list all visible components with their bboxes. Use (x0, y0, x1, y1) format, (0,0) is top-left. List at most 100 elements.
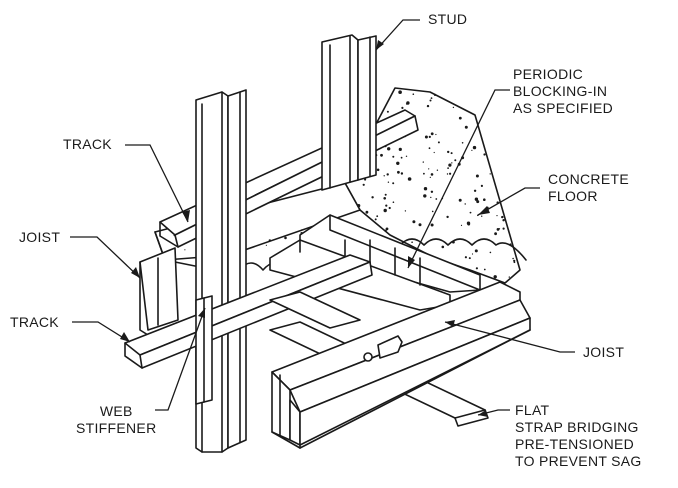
concrete-speck (385, 227, 389, 231)
concrete-speck (398, 90, 402, 94)
concrete-speck (446, 215, 449, 219)
concrete-speck (365, 210, 369, 214)
label-periodic-blocking: PERIODIC BLOCKING-IN AS SPECIFIED (513, 66, 614, 116)
concrete-speck (301, 229, 303, 231)
concrete-speck (423, 194, 427, 198)
concrete-speck (468, 257, 471, 260)
concrete-speck (426, 104, 430, 108)
concrete-speck (461, 142, 464, 144)
concrete-speck (424, 135, 428, 139)
concrete-speck (447, 150, 450, 154)
concrete-speck (387, 147, 391, 151)
concrete-speck (451, 162, 453, 164)
concrete-speck (471, 149, 473, 151)
concrete-speck (423, 172, 425, 175)
concrete-speck (472, 145, 477, 150)
concrete-speck (430, 173, 434, 176)
concrete-speck (464, 256, 467, 259)
concrete-speck (428, 147, 431, 150)
stud-right (321, 34, 377, 191)
concrete-speck (405, 155, 408, 157)
concrete-speck (430, 196, 432, 199)
concrete-speck (400, 172, 404, 175)
concrete-speck (423, 187, 428, 191)
label-concrete-floor: CONCRETE FLOOR (548, 171, 629, 204)
concrete-speck (384, 193, 387, 196)
concrete-speck (397, 170, 400, 174)
concrete-speck (405, 103, 408, 105)
concrete-speck (412, 220, 416, 224)
concrete-speck (386, 173, 389, 176)
concrete-speck (476, 200, 480, 204)
concrete-speck (513, 261, 516, 264)
concrete-speck (418, 223, 422, 227)
concrete-speck (473, 189, 477, 192)
concrete-speck (433, 93, 437, 96)
concrete-speck (376, 168, 380, 172)
concrete-speck (428, 135, 431, 138)
concrete-speck (494, 232, 497, 236)
concrete-speck (475, 174, 479, 178)
concrete-speck (436, 169, 439, 171)
concrete-speck (502, 219, 505, 222)
concrete-speck (433, 151, 435, 154)
concrete-speck (501, 215, 504, 219)
concrete-speck (362, 183, 365, 186)
concrete-speck (411, 241, 413, 243)
concrete-speck (184, 249, 186, 251)
concrete-speck (386, 110, 389, 113)
concrete-speck (374, 218, 377, 221)
concrete-speck (371, 196, 374, 199)
concrete-speck (392, 201, 395, 203)
concrete-speck (384, 229, 387, 232)
concrete-speck (469, 211, 472, 214)
label-track-bottom: TRACK (10, 314, 59, 330)
concrete-speck (512, 257, 514, 260)
concrete-speck (454, 159, 457, 162)
concrete-speck (268, 239, 271, 242)
concrete-speck (407, 177, 412, 181)
concrete-speck (376, 215, 379, 218)
concrete-speck (412, 93, 415, 95)
concrete-speck (387, 181, 390, 183)
label-stud: STUD (428, 11, 468, 27)
concrete-speck (480, 184, 483, 187)
concrete-speck (508, 276, 510, 278)
concrete-speck (474, 249, 478, 253)
concrete-speck (483, 268, 486, 271)
concrete-speck (383, 175, 385, 177)
concrete-speck (483, 198, 486, 201)
concrete-speck (489, 251, 492, 254)
concrete-speck (493, 275, 497, 279)
concrete-speck (466, 221, 471, 225)
concrete-speck (502, 227, 505, 230)
label-flat-strap-bridging: FLAT STRAP BRIDGING PRE-TENSIONED TO PRE… (515, 402, 642, 469)
concrete-speck (496, 228, 500, 231)
concrete-speck (422, 161, 424, 163)
concrete-speck (458, 116, 462, 120)
concrete-speck (458, 198, 462, 202)
concrete-speck (441, 245, 445, 249)
concrete-speck (404, 210, 407, 212)
concrete-speck (398, 147, 402, 151)
concrete-speck (452, 240, 455, 244)
concrete-speck (396, 161, 400, 165)
concrete-speck (430, 223, 434, 227)
label-joist-right: JOIST (583, 344, 625, 360)
concrete-speck (452, 106, 455, 109)
label-web-stiffener: WEB STIFFENER (76, 403, 157, 436)
label-track-top: TRACK (63, 136, 112, 152)
label-joist-left: JOIST (19, 229, 61, 245)
concrete-speck (446, 173, 449, 175)
concrete-speck (428, 168, 430, 170)
concrete-speck (400, 156, 403, 159)
concrete-speck (357, 204, 361, 208)
concrete-speck (435, 198, 438, 200)
concrete-speck (430, 132, 434, 136)
concrete-speck (284, 236, 287, 240)
concrete-speck (401, 106, 404, 109)
concrete-speck (448, 163, 452, 167)
concrete-speck (513, 259, 516, 262)
concrete-speck (437, 141, 440, 144)
